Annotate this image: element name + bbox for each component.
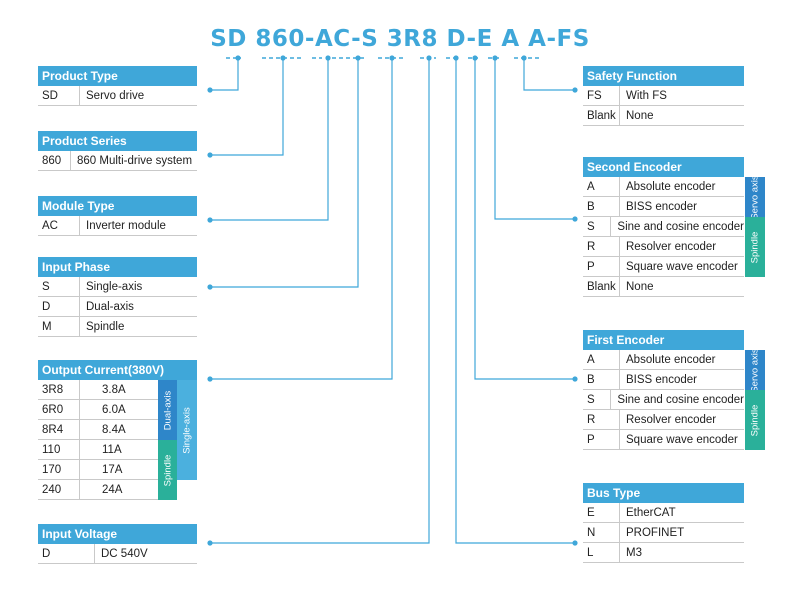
spindle-tag: Spindle [745,217,765,277]
dual-axis-tag: Dual-axis [158,380,177,440]
input-voltage-connector [210,58,430,544]
connector-dot [325,55,331,61]
connector-dot [453,55,459,61]
model-code: SD 860-AC-S 3R8 D-E A A-FS [0,26,800,52]
connector-dot [572,87,578,93]
connector-dot [207,540,213,546]
input-phase-connector [210,58,359,288]
code-segment-second-encoder-safety: A-FS [528,26,590,52]
table-title: Second Encoder [583,157,744,177]
connector-dot [207,152,213,158]
connector-dot [572,376,578,382]
code-segment-current: 3R8 [386,26,439,52]
servo-axis-tag: Servo axis [745,348,765,392]
table-title: Product Series [38,131,197,151]
single-axis-tag: Single-axis [177,380,197,480]
code-segment-voltage-bus: D-E [446,26,493,52]
table-title: Module Type [38,196,197,216]
bus-type-connector [455,58,575,544]
connector-dot [207,376,213,382]
connector-dot [572,540,578,546]
table-title: Input Phase [38,257,197,277]
connector-dot [572,216,578,222]
connector-dot [355,55,361,61]
connector-dot [521,55,527,61]
code-segment-sd: SD [210,26,247,52]
second-encoder-connector [494,58,575,220]
spindle-tag: Spindle [158,440,177,500]
connector-dot [426,55,432,61]
spindle-tag: Spindle [745,390,765,450]
module-type-connector [210,58,329,221]
code-segment-series-module-phase: 860-AC-S [255,26,379,52]
servo-axis-tag: Servo axis [745,175,765,219]
table-title: Bus Type [583,483,744,503]
table-title: Product Type [38,66,197,86]
safety-function-connector [523,58,575,91]
product-series-connector [210,58,284,156]
connector-dot [492,55,498,61]
connector-dot [207,87,213,93]
connector-dot [207,217,213,223]
connector-dot [472,55,478,61]
table-title: Input Voltage [38,524,197,544]
output-current-connector [210,58,393,380]
first-encoder-connector [474,58,575,380]
connector-dot [389,55,395,61]
connector-dot [207,284,213,290]
table-title: Output Current(380V) [38,360,197,380]
code-segment-first-encoder: A [501,26,520,52]
table-title: Safety Function [583,66,744,86]
connector-dot [280,55,286,61]
connector-dot [235,55,241,61]
table-title: First Encoder [583,330,744,350]
product-type-connector [210,58,239,91]
